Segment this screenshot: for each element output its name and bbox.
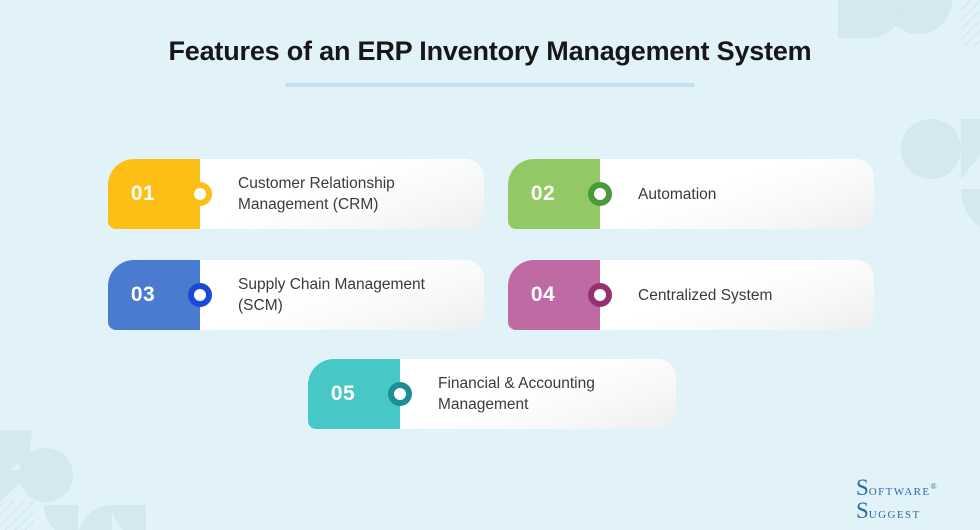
feature-card-4-dot-icon [588,283,612,307]
feature-card-4-body: Centralized System [600,260,874,330]
feature-card-2-badge: 02 [508,159,612,229]
decor-bottom-left [0,430,146,530]
brand-logo-cap-1: S [856,475,869,500]
feature-card-3-badge: 03 [108,260,212,330]
feature-card-3[interactable]: 03 Supply Chain Management (SCM) [108,260,484,330]
feature-card-3-number: 03 [130,283,156,306]
feature-card-2-body: Automation [600,159,874,229]
feature-card-3-label: Supply Chain Management (SCM) [238,276,425,314]
feature-card-4-badge: 04 [508,260,612,330]
brand-logo-cap-2: S [856,498,869,523]
feature-card-4-label: Centralized System [638,286,773,304]
feature-card-1-body: Customer Relationship Management (CRM) [200,159,484,229]
title-underline [285,83,695,87]
feature-card-5-body: Financial & Accounting Management [400,359,676,429]
feature-card-2-dot-icon [588,182,612,206]
title-block: Features of an ERP Inventory Management … [0,34,980,87]
feature-card-2[interactable]: 02 Automation [508,159,874,229]
feature-card-1-dot-icon [188,182,212,206]
feature-card-5-label: Financial & Accounting Management [438,375,595,413]
brand-logo-line-2: Suggest [856,498,937,524]
feature-card-2-number: 02 [530,182,556,205]
brand-logo-line-1: Software® [856,475,937,501]
feature-card-4-number: 04 [530,283,556,306]
page-title: Features of an ERP Inventory Management … [168,36,812,66]
brand-logo-rest-1: oftware [868,483,931,499]
feature-card-1-number: 01 [130,182,156,205]
feature-card-5[interactable]: 05 Financial & Accounting Management [308,359,676,429]
feature-card-1-label: Customer Relationship Management (CRM) [238,175,395,213]
feature-card-2-label: Automation [638,185,717,203]
feature-card-3-body: Supply Chain Management (SCM) [200,260,484,330]
registered-trademark-icon: ® [930,482,937,491]
feature-card-5-dot-icon [388,382,412,406]
feature-card-5-badge: 05 [308,359,412,429]
brand-logo: Software® Suggest [856,475,937,524]
feature-card-3-dot-icon [188,283,212,307]
feature-card-1[interactable]: 01 Customer Relationship Management (CRM… [108,159,484,229]
feature-card-5-number: 05 [330,382,356,405]
feature-card-1-badge: 01 [108,159,212,229]
feature-card-4[interactable]: 04 Centralized System [508,260,874,330]
brand-logo-rest-2: uggest [868,506,921,522]
